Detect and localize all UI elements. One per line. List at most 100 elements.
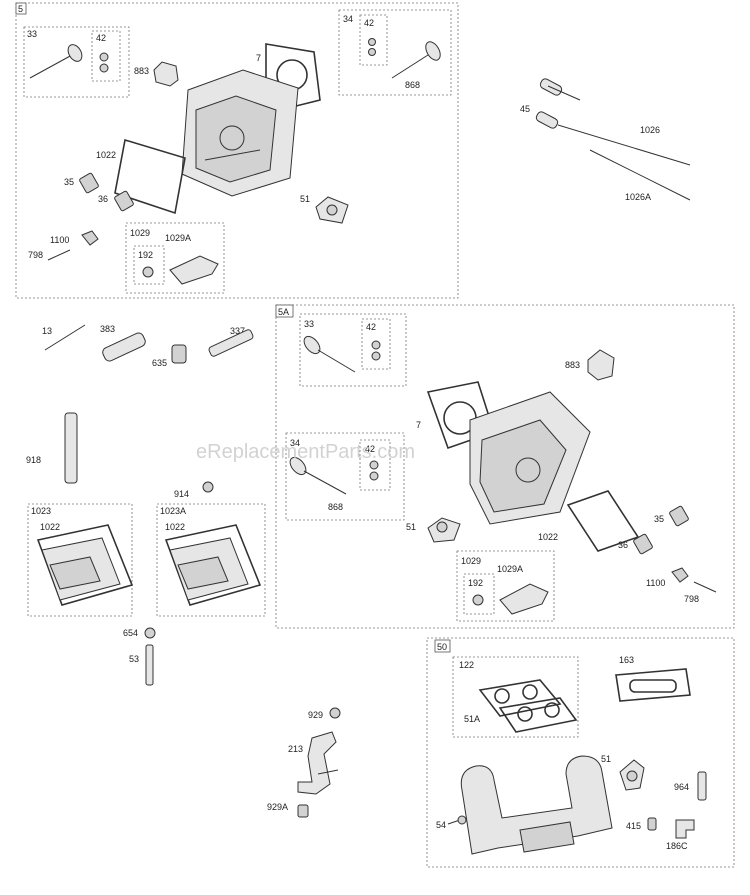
mid-spring-35 <box>669 505 689 527</box>
callout-7: 7 <box>256 53 261 63</box>
mid-clip-1100 <box>671 567 689 583</box>
nut-415 <box>647 817 657 831</box>
callout-918: 918 <box>26 455 41 465</box>
valve-cover-1023A <box>164 524 262 606</box>
callout-964: 964 <box>674 782 689 792</box>
mid-valve-33 <box>303 335 381 373</box>
watermark: eReplacementParts.com <box>196 441 415 463</box>
mid-subgroup-33-frame <box>299 313 407 387</box>
valve-cover-1023 <box>36 524 134 606</box>
callout-883: 883 <box>134 66 149 76</box>
mid-subgroup-33-label: 33 <box>304 319 314 329</box>
mid-callout-1100: 1100 <box>646 578 665 588</box>
callout-213: 213 <box>288 744 303 754</box>
mid-nut-192 <box>472 594 484 606</box>
group-1023A-frame <box>156 503 266 617</box>
subgroup-34-frame <box>338 9 452 96</box>
spring-36 <box>114 190 134 212</box>
callout-186C: 186C <box>666 841 688 851</box>
spring-35 <box>79 172 99 194</box>
lifter-45 <box>539 78 581 101</box>
callout-415: 415 <box>626 821 641 831</box>
callout-798: 798 <box>28 250 43 260</box>
callout-1029A: 1029A <box>165 233 191 243</box>
mid-subgroup-34-label: 34 <box>290 438 300 448</box>
mid-rocker-gasket-1022 <box>566 490 640 552</box>
callout-163: 163 <box>619 655 634 665</box>
subgroup-192-label: 192 <box>138 250 153 260</box>
screw-929 <box>329 707 341 719</box>
rocker-gasket-1022 <box>114 138 186 215</box>
stud-53 <box>145 644 154 686</box>
callout-635: 635 <box>152 358 167 368</box>
callout-1026: 1026 <box>640 125 660 135</box>
callout-868: 868 <box>405 80 420 90</box>
fitting-635 <box>171 344 187 364</box>
bracket-213 <box>297 731 339 795</box>
mid-subgroup-192-label: 192 <box>468 578 483 588</box>
gasket-51 <box>315 196 349 224</box>
callout-1022: 1022 <box>96 150 116 160</box>
rocker-arm-1029A <box>169 255 219 285</box>
callout-914: 914 <box>174 489 189 499</box>
subgroup-42-label: 42 <box>96 33 106 43</box>
elbow-186C <box>675 819 695 839</box>
valve-33 <box>29 44 83 79</box>
nut-192 <box>142 266 154 278</box>
subgroup-1029-label: 1029 <box>130 228 150 238</box>
group-50-tag <box>434 639 451 653</box>
callout-929A: 929A <box>267 802 288 812</box>
screw-914 <box>202 481 214 493</box>
callout-929: 929 <box>308 710 323 720</box>
subgroup-42b-frame <box>359 14 388 66</box>
callout-13: 13 <box>42 326 52 336</box>
keeper-42 <box>99 52 109 73</box>
mid-callout-35: 35 <box>654 514 664 524</box>
callout-35: 35 <box>64 177 74 187</box>
mid-rocker-arm-1029A <box>499 583 549 615</box>
subgroup-42b-label: 42 <box>364 18 374 28</box>
subgroup-33-label: 33 <box>27 29 37 39</box>
gasket-163 <box>615 668 691 702</box>
subgroup-122-frame <box>452 656 579 738</box>
subgroup-33-frame <box>23 26 130 98</box>
gasket-883 <box>153 61 179 87</box>
callout-51-bottom: 51 <box>601 754 611 764</box>
mid-subgroup-42-frame <box>361 318 391 370</box>
mid-spring-36 <box>633 533 653 555</box>
dipstick-tube-918 <box>64 412 78 484</box>
callout-1022-left: 1022 <box>40 522 60 532</box>
callout-654: 654 <box>123 628 138 638</box>
stud-964 <box>697 771 707 801</box>
group-5-label: 5 <box>18 4 23 14</box>
group-5-frame <box>15 2 459 299</box>
exhaust-gaskets-51A <box>478 679 578 733</box>
group-50-label: 50 <box>437 642 447 652</box>
mid-subgroup-34-frame <box>285 432 405 521</box>
group-1023-frame <box>27 503 133 617</box>
mid-gasket-883 <box>587 349 615 381</box>
callout-53: 53 <box>129 654 139 664</box>
callout-45: 45 <box>520 104 530 114</box>
mid-callout-7: 7 <box>416 420 421 430</box>
subgroup-1029-frame <box>125 222 225 294</box>
cylinder-head-top <box>181 69 299 197</box>
mid-callout-883: 883 <box>565 360 580 370</box>
mid-subgroup-42-label: 42 <box>366 322 376 332</box>
mid-callout-1029A: 1029A <box>497 564 523 574</box>
group-50-frame <box>426 637 735 868</box>
callout-1022-right: 1022 <box>165 522 185 532</box>
bolt-13 <box>44 324 86 351</box>
mid-subgroup-1029-label: 1029 <box>461 556 481 566</box>
subgroup-34-label: 34 <box>343 14 353 24</box>
nut-654 <box>144 627 156 639</box>
mid-callout-1022: 1022 <box>538 532 558 542</box>
callout-54: 54 <box>436 820 446 830</box>
mid-bolt-798 <box>693 581 717 593</box>
cylinder-head-mid <box>469 391 591 525</box>
callout-36: 36 <box>98 194 108 204</box>
callout-51: 51 <box>300 194 310 204</box>
subgroup-192-frame <box>133 245 165 285</box>
group-5A-label: 5A <box>278 307 289 317</box>
